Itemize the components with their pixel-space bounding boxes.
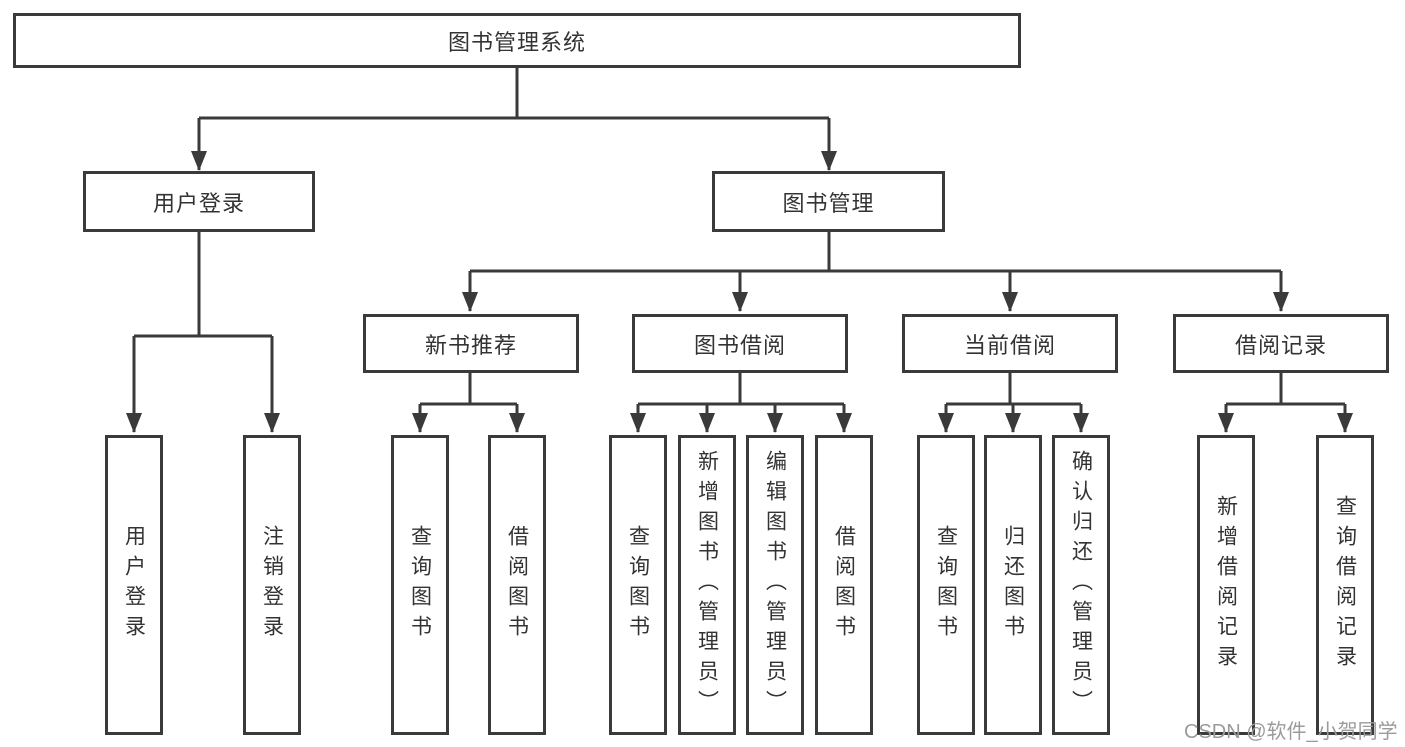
csdn-watermark: CSDN @软件_小贺同学 — [1184, 721, 1398, 743]
node-book-mgmt: 图书管理 — [712, 171, 945, 232]
connector-rec-stem — [420, 373, 517, 406]
node-leaf-add-borrow-record: 新增借阅记录 — [1197, 435, 1255, 735]
connector-mgmt-stem — [470, 232, 1281, 273]
connector-records-stem — [1226, 373, 1345, 406]
node-user-login: 用户登录 — [83, 171, 315, 232]
node-leaf-user-login: 用户登录 — [105, 435, 163, 735]
connector-borrow-stem — [638, 373, 844, 406]
node-leaf-borrow-books-borrow-label: 借阅图书 — [832, 525, 856, 645]
node-book-mgmt-label: 图书管理 — [782, 190, 875, 216]
node-leaf-edit-books-label: 编辑图书（管理员） — [763, 450, 787, 720]
node-leaf-edit-books: 编辑图书（管理员） — [746, 435, 804, 735]
node-leaf-query-borrow-record-label: 查询借阅记录 — [1333, 495, 1357, 675]
node-leaf-return-books: 归还图书 — [984, 435, 1042, 735]
node-leaf-query-books-borrow: 查询图书 — [609, 435, 667, 735]
node-leaf-borrow-books-borrow: 借阅图书 — [815, 435, 873, 735]
node-borrow-records-label: 借阅记录 — [1234, 332, 1327, 358]
node-leaf-query-books-borrow-label: 查询图书 — [626, 525, 650, 645]
connector-root-stem — [199, 68, 829, 120]
node-root: 图书管理系统 — [13, 13, 1021, 68]
connector-user-stem — [134, 232, 272, 338]
node-leaf-query-books-rec: 查询图书 — [391, 435, 449, 735]
node-leaf-logout-label: 注销登录 — [260, 525, 284, 645]
node-borrow-records: 借阅记录 — [1173, 314, 1389, 373]
node-root-label: 图书管理系统 — [447, 29, 586, 55]
node-leaf-query-borrow-record: 查询借阅记录 — [1316, 435, 1374, 735]
node-book-borrow: 图书借阅 — [632, 314, 848, 373]
node-current-borrow: 当前借阅 — [902, 314, 1118, 373]
node-leaf-confirm-return-label: 确认归还（管理员） — [1069, 450, 1093, 720]
node-leaf-add-borrow-record-label: 新增借阅记录 — [1214, 495, 1238, 675]
node-leaf-borrow-books-rec: 借阅图书 — [488, 435, 546, 735]
node-leaf-user-login-label: 用户登录 — [122, 525, 146, 645]
node-new-book-rec-label: 新书推荐 — [424, 332, 517, 358]
node-current-borrow-label: 当前借阅 — [963, 332, 1056, 358]
node-leaf-query-books-rec-label: 查询图书 — [408, 525, 432, 645]
node-leaf-return-books-label: 归还图书 — [1001, 525, 1025, 645]
node-leaf-query-books-current: 查询图书 — [917, 435, 975, 735]
node-leaf-query-books-current-label: 查询图书 — [934, 525, 958, 645]
node-leaf-borrow-books-rec-label: 借阅图书 — [505, 525, 529, 645]
node-new-book-rec: 新书推荐 — [363, 314, 579, 373]
node-book-borrow-label: 图书借阅 — [693, 332, 786, 358]
node-leaf-logout: 注销登录 — [243, 435, 301, 735]
node-user-login-label: 用户登录 — [152, 190, 245, 216]
node-leaf-confirm-return: 确认归还（管理员） — [1052, 435, 1110, 735]
node-leaf-add-books: 新增图书（管理员） — [678, 435, 736, 735]
node-leaf-add-books-label: 新增图书（管理员） — [695, 450, 719, 720]
connector-current-stem — [946, 373, 1081, 406]
